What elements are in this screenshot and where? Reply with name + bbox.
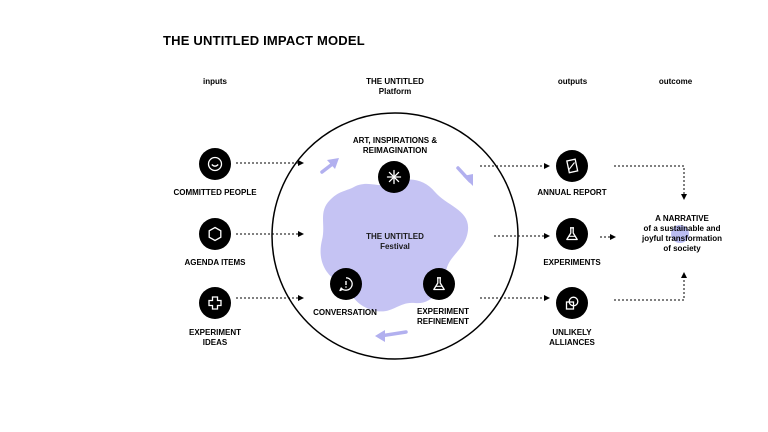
cycle-arrowheads: [327, 158, 473, 342]
output-arrowheads: [544, 163, 550, 301]
platform-top-line1: ART, INSPIRATIONS &: [352, 136, 438, 145]
sparkle-icon: [378, 161, 410, 193]
output-connectors: [480, 165, 546, 299]
input-label-committed-people: COMMITTED PEOPLE: [173, 188, 257, 197]
alliances-line2: ALLIANCES: [549, 338, 595, 347]
agenda-items-icon: [199, 218, 231, 250]
speech-bubble-icon: [330, 268, 362, 300]
input-connectors: [236, 162, 300, 299]
flask-icon: [423, 268, 455, 300]
input-label-experiment-line2: IDEAS: [202, 338, 228, 347]
outcome-line1: A NARRATIVE: [655, 214, 709, 223]
unlikely-alliances-icon: [556, 287, 588, 319]
conversation-label: CONVERSATION: [313, 308, 377, 317]
input-label-experiment-ideas: EXPERIMENT IDEAS: [150, 328, 280, 348]
column-header-outputs: outputs: [557, 77, 588, 86]
input-label-agenda-items: AGENDA ITEMS: [184, 258, 246, 267]
platform-top-label: ART, INSPIRATIONS & REIMAGINATION: [330, 136, 460, 156]
experiment-ideas-icon: [199, 287, 231, 319]
input-label-experiment-line1: EXPERIMENT: [188, 328, 241, 337]
annual-report-icon: [556, 150, 588, 182]
column-header-inputs: inputs: [203, 77, 227, 86]
festival-line2: Festival: [380, 242, 410, 251]
outcome-text: A NARRATIVE of a sustainable and joyful …: [620, 214, 744, 254]
output-label-unlikely-alliances: UNLIKELY ALLIANCES: [516, 328, 628, 348]
platform-header-line2: Platform: [378, 87, 412, 96]
outcome-highlight: [671, 225, 689, 243]
refinement-line1: EXPERIMENT: [416, 307, 469, 316]
platform-header-line1: THE UNTITLED: [366, 77, 424, 86]
outcome-line4: of society: [663, 244, 701, 253]
experiment-refinement-label: EXPERIMENT REFINEMENT: [400, 307, 486, 327]
output-label-experiments: EXPERIMENTS: [543, 258, 601, 267]
page-title: THE UNTITLED IMPACT MODEL: [163, 33, 365, 48]
alliances-line1: UNLIKELY: [552, 328, 592, 337]
column-header-platform: THE UNTITLED Platform: [350, 77, 440, 97]
column-header-outcome: outcome: [658, 77, 693, 86]
platform-top-line2: REIMAGINATION: [362, 146, 428, 155]
festival-line1: THE UNTITLED: [366, 232, 424, 241]
outcome-line3: joyful transformation: [641, 234, 722, 243]
festival-label: THE UNTITLED Festival: [350, 232, 440, 252]
input-arrowheads: [298, 160, 304, 301]
committed-people-icon: [199, 148, 231, 180]
outcome-arrowheads: [610, 194, 687, 278]
refinement-line2: REFINEMENT: [417, 317, 469, 326]
outcome-line2: of a sustainable and: [643, 224, 721, 233]
output-label-annual-report: ANNUAL REPORT: [537, 188, 607, 197]
experiments-flask-icon: [556, 218, 588, 250]
